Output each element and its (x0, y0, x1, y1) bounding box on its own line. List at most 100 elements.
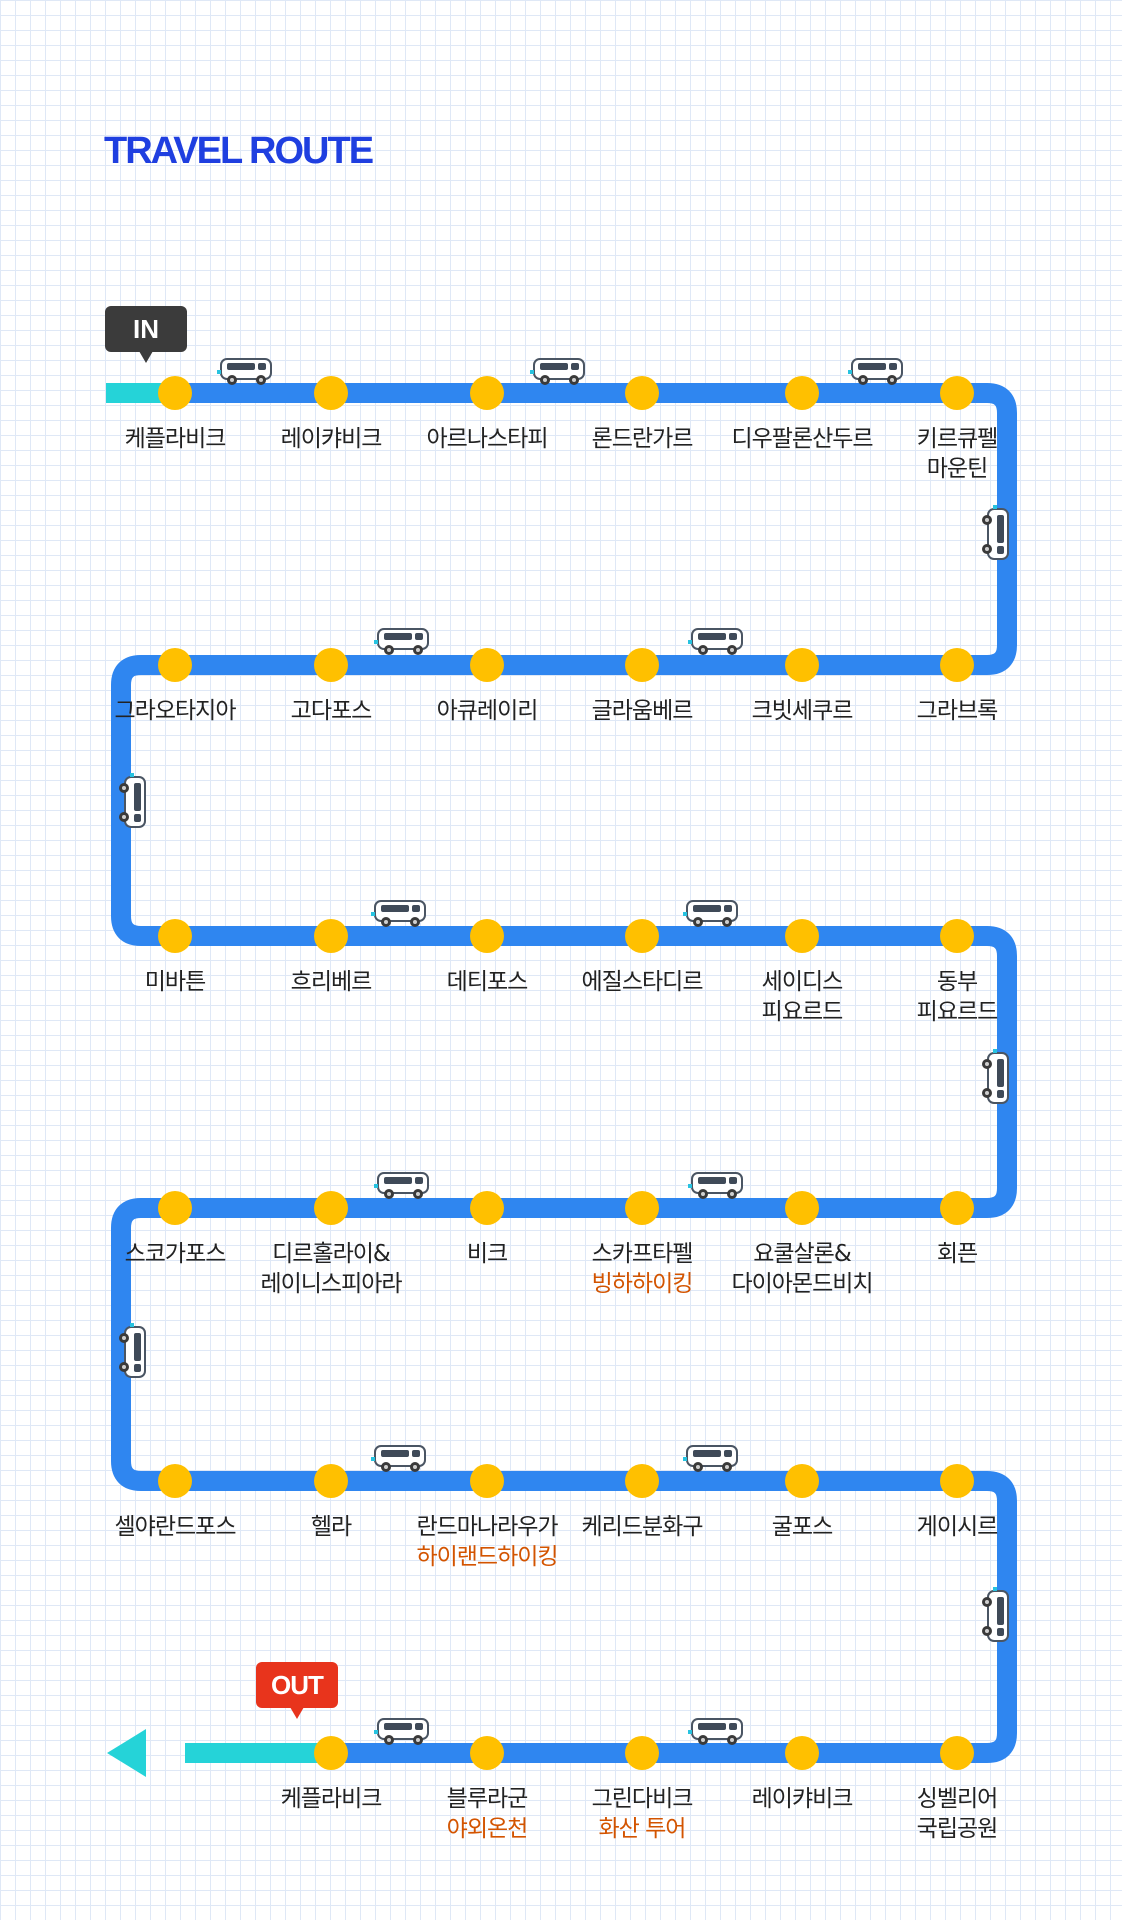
station-dot (940, 376, 974, 410)
station-name: 케리드분화구 (581, 1514, 704, 1540)
station-label: 글라움베르 (557, 696, 727, 726)
station-dot (940, 648, 974, 682)
station-label: 데티포스 (402, 967, 572, 997)
station-dot (470, 1191, 504, 1225)
station-name: 세이디스 (761, 969, 844, 995)
van-icon (119, 1323, 146, 1378)
station-dot (785, 1191, 819, 1225)
van-icon (217, 358, 272, 385)
station-label: 에질스타디르 (557, 967, 727, 997)
station-dot (940, 1464, 974, 1498)
van-icon (374, 628, 429, 655)
station-name: 요쿨살론& (753, 1241, 852, 1267)
route-start-segment (106, 383, 164, 403)
station-label: 크빗세쿠르 (717, 696, 887, 726)
station-name: 국립공원 (916, 1816, 999, 1842)
van-icon (688, 628, 743, 655)
station-name: 싱벨리어 (916, 1786, 999, 1812)
station-name: 론드란가르 (591, 426, 694, 452)
station-dot (625, 1191, 659, 1225)
station-name: 그린다비크 (591, 1786, 694, 1812)
arrow-left-icon (107, 1729, 146, 1777)
station-name: 크빗세쿠르 (751, 698, 854, 724)
van-icon (530, 358, 585, 385)
station-dot (785, 648, 819, 682)
station-dot (625, 919, 659, 953)
station-name: 스카프타펠 (591, 1241, 694, 1267)
station-name: 에질스타디르 (581, 969, 704, 995)
station-dot (314, 919, 348, 953)
station-label: 스코가포스 (90, 1239, 260, 1269)
station-label: 케플라비크 (246, 1784, 416, 1814)
station-dot (940, 919, 974, 953)
station-dot (158, 1191, 192, 1225)
station-name: 굴포스 (771, 1514, 833, 1540)
station-label: 미바튼 (90, 967, 260, 997)
station-dot (158, 1464, 192, 1498)
station-label: 고다포스 (246, 696, 416, 726)
van-icon (374, 1172, 429, 1199)
station-dot (625, 376, 659, 410)
station-dot (158, 376, 192, 410)
station-name: 레이캬비크 (751, 1786, 854, 1812)
station-name: 키르큐펠 (916, 426, 999, 452)
station-activity: 야외온천 (446, 1816, 529, 1842)
station-label: 케리드분화구 (557, 1512, 727, 1542)
station-name: 블루라군 (446, 1786, 529, 1812)
station-dot (314, 376, 348, 410)
station-label: 그라브록 (872, 696, 1042, 726)
van-icon (982, 1587, 1009, 1642)
station-label: 디우팔론산두르 (717, 424, 887, 454)
station-dot (470, 1464, 504, 1498)
station-name: 피요르드 (761, 999, 844, 1025)
van-icon (982, 505, 1009, 560)
station-name: 스코가포스 (124, 1241, 227, 1267)
station-name: 다이아몬드비치 (731, 1271, 873, 1297)
van-icon (688, 1718, 743, 1745)
station-name: 헬라 (310, 1514, 352, 1540)
station-name: 피요르드 (916, 999, 999, 1025)
station-name: 흐리베르 (290, 969, 373, 995)
station-dot (785, 1736, 819, 1770)
station-dot (470, 1736, 504, 1770)
station-dot (625, 1736, 659, 1770)
station-name: 게이시르 (916, 1514, 999, 1540)
van-icon (688, 1172, 743, 1199)
station-name: 레이캬비크 (280, 426, 383, 452)
station-name: 란드마나라우가 (416, 1514, 558, 1540)
station-dot (314, 1736, 348, 1770)
van-icon (848, 358, 903, 385)
station-name: 셀야란드포스 (114, 1514, 237, 1540)
station-dot (314, 1464, 348, 1498)
station-name: 마운틴 (926, 456, 988, 482)
station-label: 흐리베르 (246, 967, 416, 997)
station-name: 아큐레이리 (436, 698, 539, 724)
station-name: 케플라비크 (280, 1786, 383, 1812)
van-icon (374, 1718, 429, 1745)
page-title: TRAVEL ROUTE (104, 130, 374, 172)
station-label: 비크 (402, 1239, 572, 1269)
station-activity: 빙하하이킹 (591, 1271, 694, 1297)
van-icon (371, 1445, 426, 1472)
station-name: 미바튼 (144, 969, 206, 995)
station-name: 고다포스 (290, 698, 373, 724)
van-icon (683, 900, 738, 927)
station-name: 디르홀라이& (272, 1241, 391, 1267)
route-end-segment (185, 1743, 333, 1763)
station-name: 아르나스타피 (426, 426, 549, 452)
station-name: 케플라비크 (124, 426, 227, 452)
station-label: 론드란가르 (557, 424, 727, 454)
station-name: 회픈 (936, 1241, 978, 1267)
station-label: 요쿨살론&다이아몬드비치 (717, 1239, 887, 1299)
van-icon (371, 900, 426, 927)
station-dot (470, 648, 504, 682)
station-dot (314, 648, 348, 682)
